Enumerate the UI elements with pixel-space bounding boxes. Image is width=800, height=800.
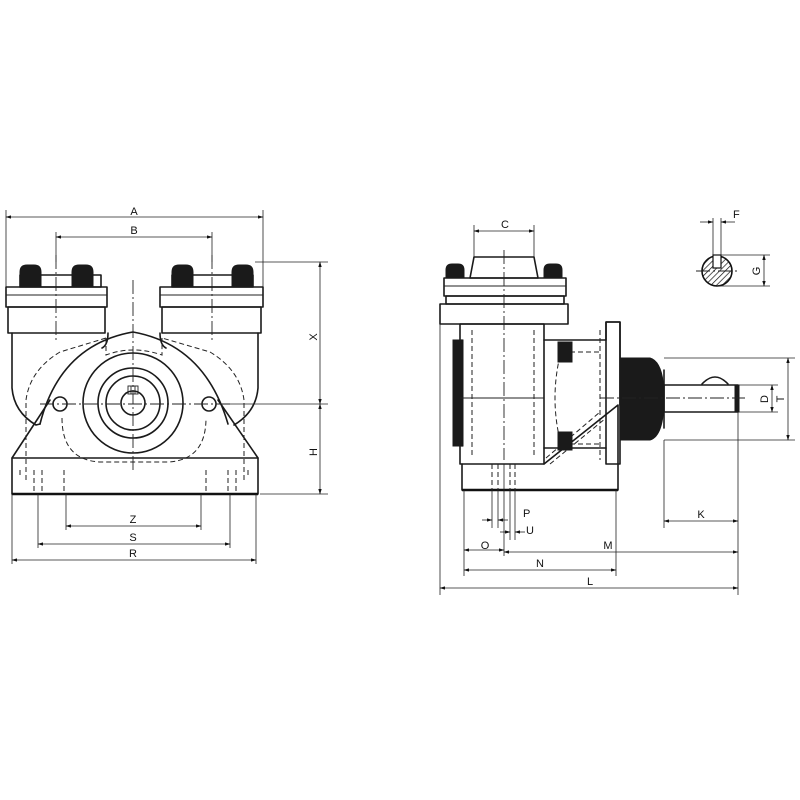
side-view: C D T K P: [439, 219, 795, 595]
shaft-section-detail: F G: [696, 209, 770, 287]
front-left-flange: [5, 255, 108, 340]
dim-k: K: [663, 412, 739, 528]
label-g: G: [751, 267, 763, 276]
label-x: X: [308, 333, 320, 341]
front-right-flange: [159, 255, 264, 340]
dim-c: C: [473, 219, 535, 257]
label-b: B: [130, 225, 137, 237]
label-a: A: [130, 206, 138, 218]
dim-p: P: [482, 490, 530, 528]
front-view: A B X H Z: [5, 206, 328, 564]
label-o: O: [481, 540, 490, 552]
side-shaft-coupling: [600, 357, 745, 441]
side-bearing-bracket: [543, 321, 621, 465]
label-z: Z: [130, 514, 137, 526]
side-base: [461, 404, 619, 492]
dim-r: R: [11, 494, 257, 564]
front-pump-body: [11, 331, 259, 496]
dim-u: U: [500, 490, 534, 540]
dim-h: H: [260, 403, 328, 495]
label-u: U: [526, 525, 534, 537]
dim-n: N: [463, 490, 617, 576]
label-t: T: [775, 395, 787, 402]
dim-a: A: [5, 206, 264, 287]
dim-o: O: [463, 464, 505, 576]
label-l: L: [587, 576, 593, 588]
label-r: R: [129, 548, 137, 560]
side-casing: [452, 323, 545, 465]
label-c: C: [501, 219, 509, 231]
label-k: K: [697, 509, 705, 521]
label-h: H: [308, 448, 320, 456]
label-n: N: [536, 558, 544, 570]
dim-b: B: [55, 225, 213, 262]
label-p: P: [523, 508, 530, 520]
dim-z: Z: [65, 494, 202, 530]
dim-m: M: [503, 528, 739, 595]
dim-d: D: [738, 384, 778, 413]
label-m: M: [603, 540, 612, 552]
label-f: F: [733, 209, 740, 221]
label-s: S: [129, 532, 136, 544]
dim-s: S: [37, 494, 231, 548]
dim-l: L: [439, 324, 739, 595]
dim-t: T: [664, 357, 795, 441]
dim-x: X: [230, 261, 328, 405]
label-d: D: [759, 395, 771, 403]
